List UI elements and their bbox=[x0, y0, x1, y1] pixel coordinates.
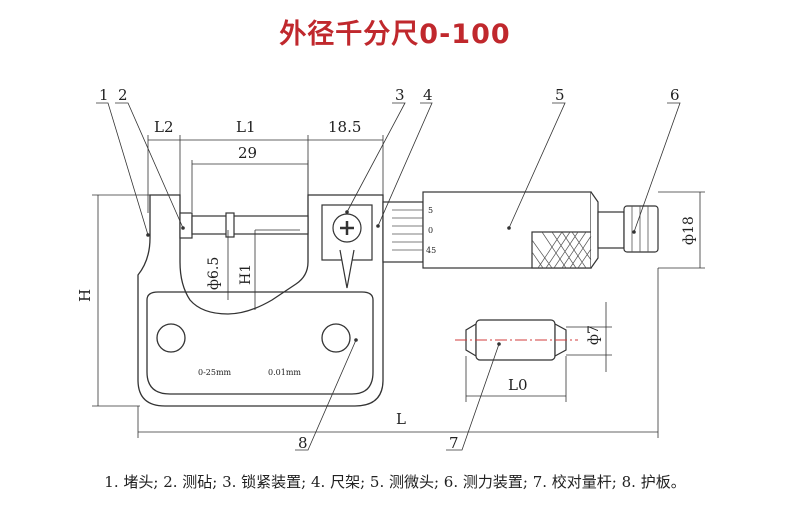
ratchet-knob bbox=[623, 205, 659, 253]
dim-L: L bbox=[396, 410, 406, 428]
frame-outline bbox=[137, 194, 384, 407]
dim-29: 29 bbox=[238, 144, 257, 162]
sleeve bbox=[382, 201, 424, 263]
dim-H1: H1 bbox=[238, 264, 254, 285]
thimble-scale-0: 0 bbox=[428, 226, 433, 235]
dim-phi-18: ф18 bbox=[681, 216, 697, 245]
spindle-end bbox=[225, 212, 235, 238]
spindle bbox=[191, 215, 309, 235]
frame-hole-right bbox=[321, 323, 351, 353]
callout-6: 6 bbox=[670, 86, 680, 104]
thimble-scale-5: 5 bbox=[428, 206, 433, 215]
thimble-taper bbox=[590, 191, 599, 269]
lock-lever bbox=[339, 249, 355, 289]
parts-legend: 1. 堵头; 2. 测砧; 3. 锁紧装置; 4. 尺架; 5. 测微头; 6.… bbox=[104, 473, 686, 491]
thimble-scale-45: 45 bbox=[426, 246, 436, 255]
callout-5: 5 bbox=[555, 86, 565, 104]
callout-8: 8 bbox=[298, 434, 308, 452]
callout-7: 7 bbox=[449, 434, 459, 452]
guard-plate-outline bbox=[146, 291, 374, 395]
callout-1: 1 bbox=[99, 86, 109, 104]
dim-H: H bbox=[76, 289, 94, 302]
dim-18-5: 18.5 bbox=[328, 118, 361, 136]
callout-3: 3 bbox=[395, 86, 405, 104]
frame-hole-left bbox=[156, 323, 186, 353]
callout-4: 4 bbox=[423, 86, 433, 104]
frame-mark-resolution: 0.01mm bbox=[268, 368, 301, 377]
dim-L0: L0 bbox=[508, 376, 528, 394]
frame-mark-range: 0-25mm bbox=[198, 368, 232, 377]
dim-L2: L2 bbox=[154, 118, 174, 136]
dim-phi-7: ф7 bbox=[586, 325, 602, 345]
dim-L1: L1 bbox=[236, 118, 256, 136]
dim-phi-6-5: ф6.5 bbox=[206, 257, 222, 290]
page-title: 外径千分尺0-100 bbox=[279, 19, 511, 50]
callout-2: 2 bbox=[118, 86, 128, 104]
ratchet-neck bbox=[597, 211, 625, 249]
